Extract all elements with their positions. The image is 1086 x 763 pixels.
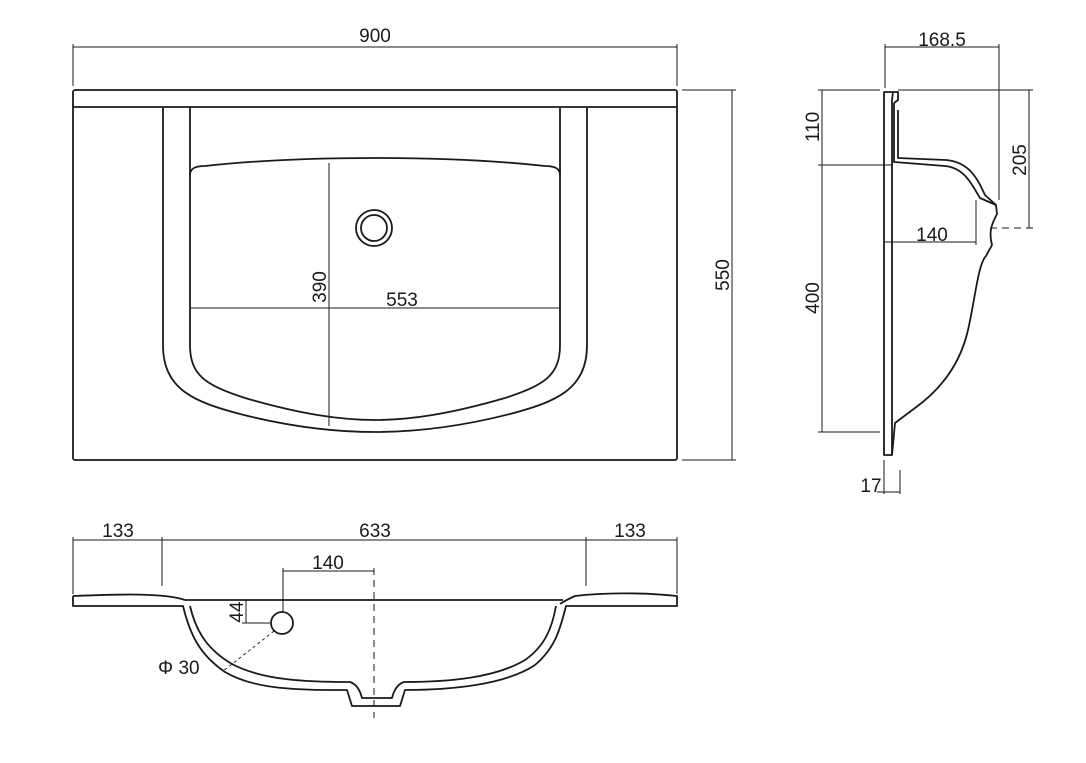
front-tap-leader — [221, 630, 275, 673]
side-dim-label-140: 140 — [916, 225, 948, 246]
top-basin-inner-shelf — [189, 157, 561, 176]
side-dim-label-17: 17 — [860, 476, 881, 497]
front-dim-label-tap-depth: 44 — [227, 601, 248, 623]
front-dim-label-right-margin: 133 — [614, 521, 646, 542]
front-dim-label-tap-offset: 140 — [312, 553, 344, 574]
side-dim-label-110: 110 — [803, 112, 824, 142]
top-outer-outline — [72, 89, 678, 461]
dim-label-bowl-depth: 390 — [310, 271, 331, 303]
top-drain-inner — [360, 214, 388, 242]
top-bowl-inner-contour — [189, 107, 561, 421]
front-basin-inner — [189, 605, 557, 699]
side-dim-label-205: 205 — [1010, 144, 1031, 176]
side-view: 168.5 110 400 205 140 17 — [803, 30, 1033, 497]
dim-label-overall-depth: 550 — [713, 259, 734, 291]
side-basin-inner — [897, 110, 997, 206]
front-view: 133 633 133 140 44 Φ 30 — [72, 521, 678, 718]
side-top-rim — [893, 91, 899, 104]
front-dim-label-left-margin: 133 — [102, 521, 134, 542]
front-dim-label-tap-diameter: Φ 30 — [158, 658, 200, 679]
front-rim-top — [72, 593, 563, 601]
top-bowl-outer-contour — [162, 107, 588, 433]
dim-label-overall-width: 900 — [359, 26, 391, 47]
side-dim-label-400: 400 — [803, 282, 824, 314]
top-view: 390 553 900 550 — [72, 26, 736, 461]
front-tap-hole — [270, 611, 294, 635]
side-dim-label-depth: 168.5 — [918, 30, 966, 51]
front-basin-outer — [72, 592, 678, 707]
side-basin-profile — [891, 103, 998, 456]
front-dim-label-center-width: 633 — [359, 521, 391, 542]
top-drain-outer — [355, 209, 393, 247]
side-wall-profile — [883, 91, 894, 456]
dim-label-bowl-width: 553 — [386, 290, 418, 311]
